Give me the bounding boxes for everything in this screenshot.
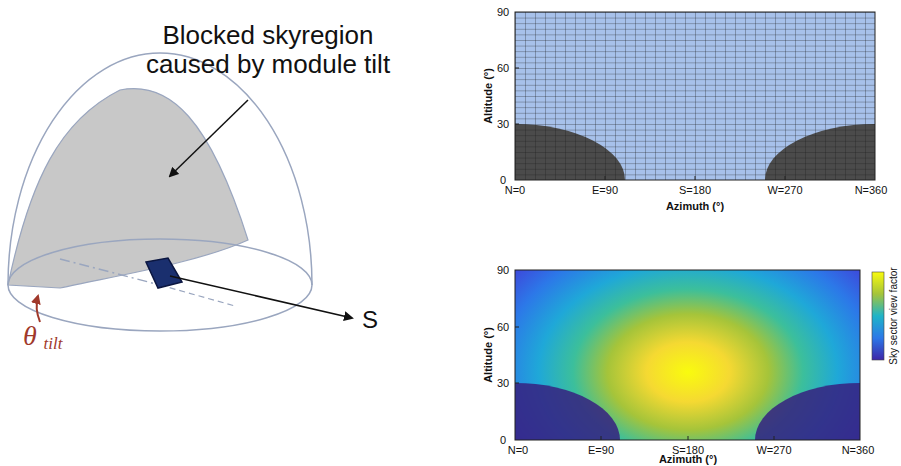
hemisphere bbox=[8, 53, 352, 331]
tick-label: 30 bbox=[497, 118, 509, 130]
view-factor-chart bbox=[515, 270, 884, 440]
tick-label: 60 bbox=[497, 321, 509, 333]
tick-label: W=270 bbox=[756, 444, 791, 456]
axis-title: Altitude (°) bbox=[482, 68, 494, 124]
tick-label: 0 bbox=[500, 434, 506, 446]
axis-title: Azimuth (°) bbox=[659, 453, 717, 465]
tick-label: N=0 bbox=[508, 444, 529, 456]
tick-label: S=180 bbox=[679, 184, 711, 196]
callout-text: Blocked skyregion caused by module tilt bbox=[118, 21, 418, 78]
tick-label: 30 bbox=[497, 377, 509, 389]
axis-title: Azimuth (°) bbox=[666, 200, 724, 212]
tick-label: E=90 bbox=[592, 184, 618, 196]
tick-label: 90 bbox=[497, 6, 509, 18]
tick-label: 60 bbox=[497, 62, 509, 74]
tick-label: 90 bbox=[497, 264, 509, 276]
tick-label: N=360 bbox=[855, 184, 888, 196]
direction-label: S bbox=[362, 307, 378, 333]
tick-label: N=360 bbox=[842, 444, 875, 456]
axis-title: Altitude (°) bbox=[482, 327, 494, 383]
angle-subscript: tilt bbox=[44, 335, 63, 354]
sky-grid-chart bbox=[515, 12, 875, 180]
colorbar-title: Sky sector view factor bbox=[888, 267, 899, 364]
angle-symbol: θ bbox=[23, 321, 37, 352]
tick-marks bbox=[515, 68, 785, 440]
tick-label: E=90 bbox=[588, 444, 614, 456]
tick-label: W=270 bbox=[767, 184, 802, 196]
tick-label: N=0 bbox=[505, 184, 526, 196]
